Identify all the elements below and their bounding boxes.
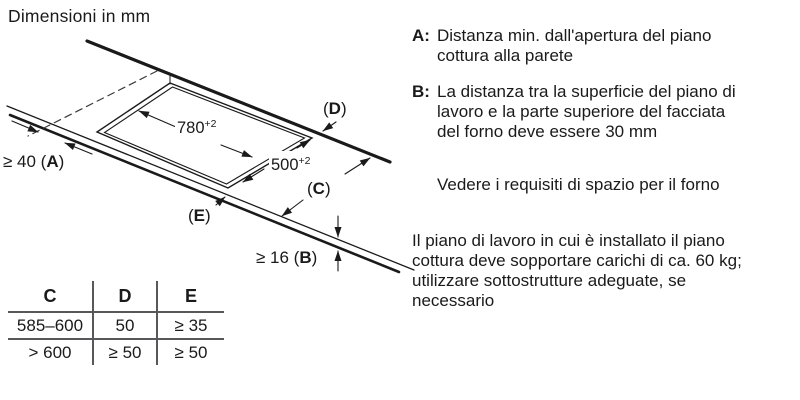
table-header-d: D [92,281,158,313]
note-a: A: Distanza min. dall'apertura del piano… [412,26,790,66]
note-b-text: La distanza tra la superficie del piano … [437,82,736,141]
note-a-label: A: [412,26,430,45]
side-wall-dashed-line [27,70,158,137]
callout-e-label: (E) [188,206,211,225]
page-title: Dimensioni in mm [8,6,151,26]
table-cell: ≥ 50 [92,340,158,365]
callout-c-label: (C) [307,179,331,198]
note-load-capacity: Il piano di lavoro in cui è installato i… [412,231,790,311]
callout-b-label: ≥ 16 (B) [256,248,318,267]
table-cell: ≥ 35 [158,313,224,340]
dim-500-arrow-bottom [242,168,265,183]
dim-a-arrow-right [64,142,93,155]
callout-d-label: (D) [323,99,347,118]
table-cell: > 600 [28,342,72,362]
dim-c-arrow-lower [281,199,304,217]
note-b-label: B: [412,82,430,101]
dim-500-arrow-top [296,139,311,149]
note-a-text: Distanza min. dall'apertura del piano co… [437,26,712,65]
callout-a-label: ≥ 40 (A) [3,152,65,171]
table-header-e: E [158,281,224,313]
table-cell: 50 [92,313,158,340]
dim-780-arrow-left [138,110,177,128]
worktop-front-bottom-line [8,113,401,274]
e-pointer-arrow [215,196,226,207]
note-load-capacity-text: Il piano di lavoro in cui è installato i… [412,231,742,310]
d-pointer-arrow [322,121,337,132]
dim-780-tolerance: +2 [204,118,217,130]
dim-780-arrow-right [220,144,253,158]
table-cell: ≥ 50 [174,342,208,362]
note-oven-space-text: Vedere i requisiti di spazio per il forn… [437,175,720,194]
note-oven-space: Vedere i requisiti di spazio per il forn… [412,175,790,195]
dim-c-arrow-upper [344,157,371,175]
table-header-c: C [8,281,92,313]
dim-a-arrow-left [11,120,39,133]
table-cell: 585–600 [8,313,92,340]
dim-500-label: 500+2 [269,151,313,175]
dim-780-label: 780+2 [175,114,219,138]
dim-500-tolerance: +2 [298,155,311,167]
note-b: B: La distanza tra la superficie del pia… [412,82,790,142]
dimension-table: C D E 585–600 50 ≥ 35 > 600 ≥ 50 ≥ 50 [8,281,224,365]
